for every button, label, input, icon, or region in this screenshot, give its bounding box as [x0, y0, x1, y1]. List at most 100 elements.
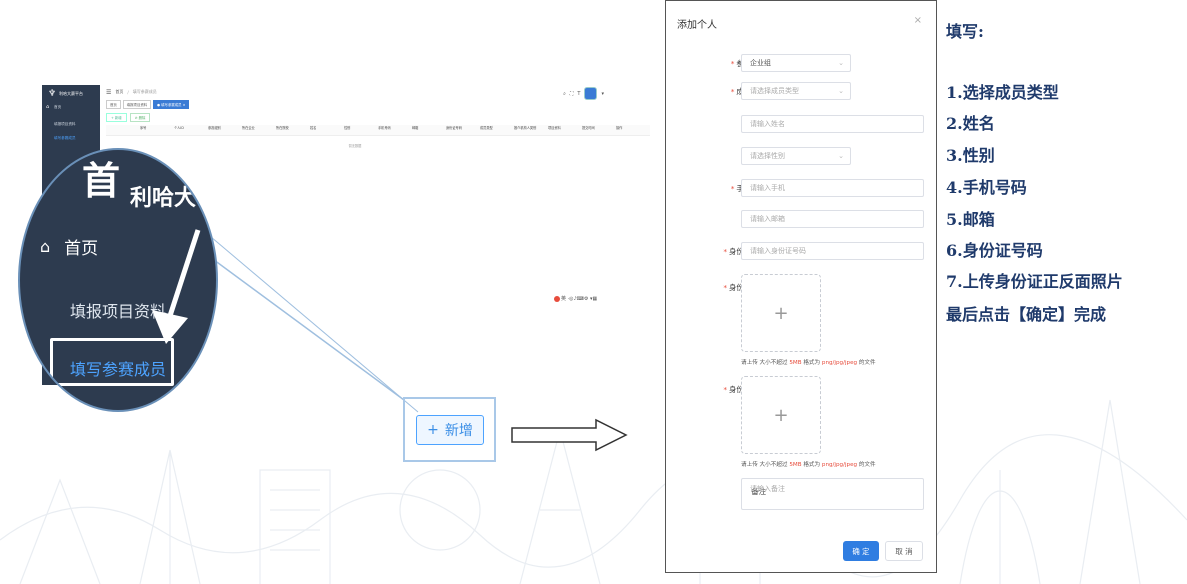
form-row: *身份证号码请输入身份证号码: [666, 242, 938, 262]
input-field[interactable]: 请输入姓名: [741, 115, 924, 133]
zoom-sidebar-item-fill-project[interactable]: 填报项目资料: [70, 302, 167, 321]
table-header-cell: [106, 125, 140, 136]
app-tabs: 首页 填报项目资料 ● 填写参赛成员 ×: [106, 100, 190, 109]
table-header-cell: 个人ID: [174, 125, 208, 136]
zoom-logo-tail: 利哈大: [130, 186, 197, 211]
avatar[interactable]: [584, 87, 598, 100]
zoom-magnifier: 首 利哈大 ⌂ 首页 填报项目资料 填写参赛成员: [18, 148, 218, 412]
background-sketch: [0, 399, 1187, 584]
add-person-dialog: 添加个人 × *参赛组别企业组⌄ *成员类型请选择成员类型⌄ *姓名请输入姓名 *性别…: [665, 0, 937, 573]
instruction-line: 2.姓名: [946, 114, 995, 133]
plus-icon: +: [773, 404, 789, 426]
select-field[interactable]: 请选择成员类型⌄: [741, 82, 851, 100]
new-button-highlight: [403, 397, 496, 462]
form-row: *姓名请输入姓名: [666, 115, 938, 135]
breadcrumb-home[interactable]: 首页: [115, 89, 124, 94]
toolbar-icons[interactable]: 英 ·◎♪⌨⚙ ▾▦: [561, 296, 598, 302]
logo-icon: ♆: [48, 89, 57, 99]
home-icon: ⌂: [46, 104, 50, 110]
input-field[interactable]: 请输入身份证号码: [741, 242, 924, 260]
zoom-sidebar-item-home[interactable]: ⌂ 首页: [40, 234, 98, 259]
table-empty-text: 暂无数据: [348, 144, 362, 148]
table-header-cell: 手机号码: [378, 125, 412, 136]
input-field[interactable]: 请输入邮箱: [741, 210, 924, 228]
required-mark: *: [730, 87, 735, 96]
table-header-cell: 推介机构人类别: [514, 125, 548, 136]
app-logo: ♆ 利哈大赛平台: [48, 89, 83, 99]
form-row: *参赛组别企业组⌄: [666, 54, 938, 74]
zoom-logo-fragment: 首: [82, 159, 121, 203]
table-header-cell: 提交时间: [582, 125, 616, 136]
menu-icon[interactable]: ☰: [106, 88, 112, 96]
zoom-highlight-box: [50, 338, 174, 386]
input-field[interactable]: 请输入手机: [741, 179, 924, 197]
form-row: *性别请选择性别⌄: [666, 147, 938, 167]
chevron-down-icon: ⌄: [838, 59, 844, 67]
app-action-buttons: + 新增 ⊘ 删除: [106, 113, 151, 122]
add-button-small[interactable]: + 新增: [106, 113, 127, 122]
table-header-cell: 身份证号码: [446, 125, 480, 136]
form-row: *邮箱请输入邮箱: [666, 210, 938, 230]
remark-row: 备注: [666, 482, 938, 502]
dialog-title: 添加个人: [677, 20, 717, 31]
required-mark: *: [730, 184, 735, 193]
close-icon[interactable]: ×: [913, 15, 922, 26]
remark-textarea[interactable]: 请输入备注: [741, 478, 924, 510]
table-header-cell: 所在院校: [276, 125, 310, 136]
app-main: ☰ 首页 / 填写参赛成员 ⌕ ⛶ T ▾ 首页 填报项目资料 ● 填写参赛成员…: [100, 85, 650, 385]
id-back-upload[interactable]: +: [741, 376, 821, 454]
select-field[interactable]: 请选择性别⌄: [741, 147, 851, 165]
breadcrumb-current: 填写参赛成员: [132, 89, 157, 94]
chevron-down-icon: ⌄: [838, 152, 844, 160]
instruction-line: 6.身份证号码: [946, 241, 1043, 260]
instruction-line: 最后点击【确定】完成: [946, 305, 1107, 324]
select-field[interactable]: 企业组⌄: [741, 54, 851, 72]
tab-home[interactable]: 首页: [106, 100, 121, 109]
required-mark: *: [723, 247, 728, 256]
sidebar-item-home[interactable]: 首页: [54, 105, 62, 109]
cancel-button[interactable]: 取 消: [885, 541, 923, 561]
plus-icon: +: [773, 302, 789, 324]
add-button[interactable]: + 新增: [416, 415, 484, 445]
plus-icon: +: [427, 422, 439, 438]
confirm-button[interactable]: 确 定: [843, 541, 879, 561]
instruction-line: 1.选择成员类型: [946, 83, 1059, 102]
table-header-cell: 性别: [344, 125, 378, 136]
delete-button-small[interactable]: ⊘ 删除: [129, 113, 151, 122]
pointer-arrow-icon: [152, 229, 201, 344]
required-mark: *: [730, 59, 735, 68]
search-icon[interactable]: ⌕: [563, 90, 566, 97]
instruction-line: 7.上传身份证正反面照片: [946, 272, 1123, 291]
add-button-label: 新增: [444, 423, 473, 439]
id-front-upload[interactable]: +: [741, 274, 821, 352]
table-header-cell: 项目资料: [548, 125, 582, 136]
id-back-hint: 请上传 大小不超过 5MB 格式为 png/jpg/jpeg 的文件: [741, 462, 876, 468]
form-row: *成员类型请选择成员类型⌄: [666, 82, 938, 102]
instruction-line: 3.性别: [946, 146, 995, 165]
sidebar-item-fill-members[interactable]: 填写参赛成员: [54, 136, 76, 140]
app-tools: ⌕ ⛶ T ▾: [563, 87, 604, 100]
zoom-sidebar-item-fill-members[interactable]: 填写参赛成员: [70, 360, 167, 379]
instruction-line: 5.邮箱: [946, 210, 995, 229]
table-header-cell: 操作: [616, 125, 650, 136]
app-logo-text: 利哈大赛平台: [59, 91, 83, 96]
form-row: *手机号码请输入手机: [666, 179, 938, 199]
sogou-icon[interactable]: [554, 295, 560, 302]
chevron-down-icon[interactable]: ▾: [601, 90, 604, 97]
table-header-cell: 成员类型: [480, 125, 514, 136]
instruction-line: 填写:: [946, 22, 984, 41]
table-header-cell: 参赛组别: [208, 125, 242, 136]
zoom-home-label: 首页: [64, 239, 99, 259]
sidebar-item-fill-project[interactable]: 填报项目资料: [54, 122, 76, 126]
right-arrow-icon: [511, 418, 628, 452]
tab-fill-members[interactable]: ● 填写参赛成员 ×: [153, 100, 190, 109]
fullscreen-icon[interactable]: ⛶: [569, 90, 574, 97]
table-header-cell: 序号: [140, 125, 174, 136]
font-size-icon[interactable]: T: [577, 90, 581, 97]
app-topbar: ☰ 首页 / 填写参赛成员: [100, 85, 610, 99]
table-header-cell: 姓名: [310, 125, 344, 136]
tab-fill-project[interactable]: 填报项目资料: [122, 100, 152, 109]
breadcrumb-sep: /: [127, 89, 129, 95]
home-icon: ⌂: [40, 237, 51, 256]
